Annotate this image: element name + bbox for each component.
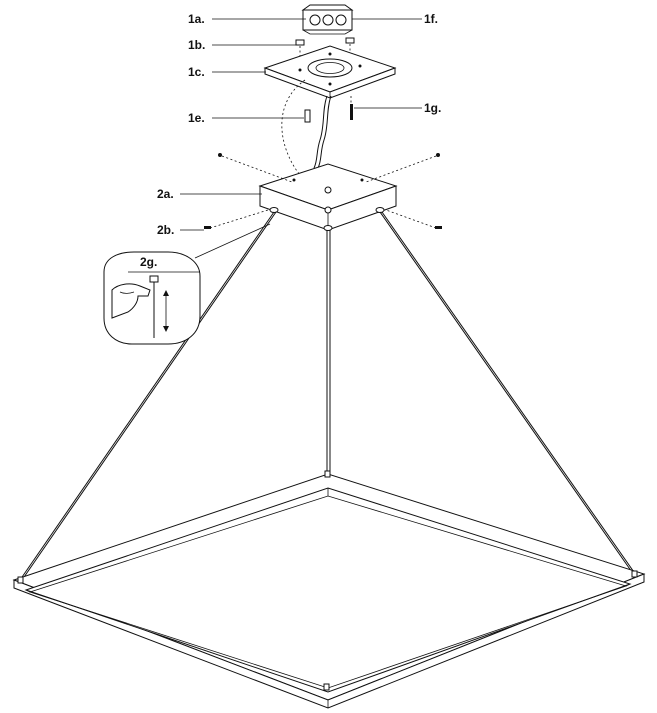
label-1a: 1a. [188,12,205,26]
cable-adjust-detail [103,223,271,345]
label-1f: 1f. [424,12,438,26]
label-2a: 2a. [157,187,174,201]
junction-box [301,4,354,35]
label-1g: 1g. [424,101,441,115]
label-1e: 1e. [188,111,205,125]
label-2b: 2b. [157,223,174,237]
leader-lines [180,18,422,231]
alignment-guide-arc [281,79,306,176]
label-2g: 2g. [140,255,157,269]
mounting-plate [263,45,397,99]
canopy-screw-guides [204,153,442,229]
set-screws [304,96,353,123]
label-1b: 1b. [188,38,205,52]
power-cord [313,95,332,169]
label-1c: 1c. [188,65,205,79]
square-light-frame [12,470,646,709]
mounting-screws [295,37,355,60]
canopy [258,163,398,231]
